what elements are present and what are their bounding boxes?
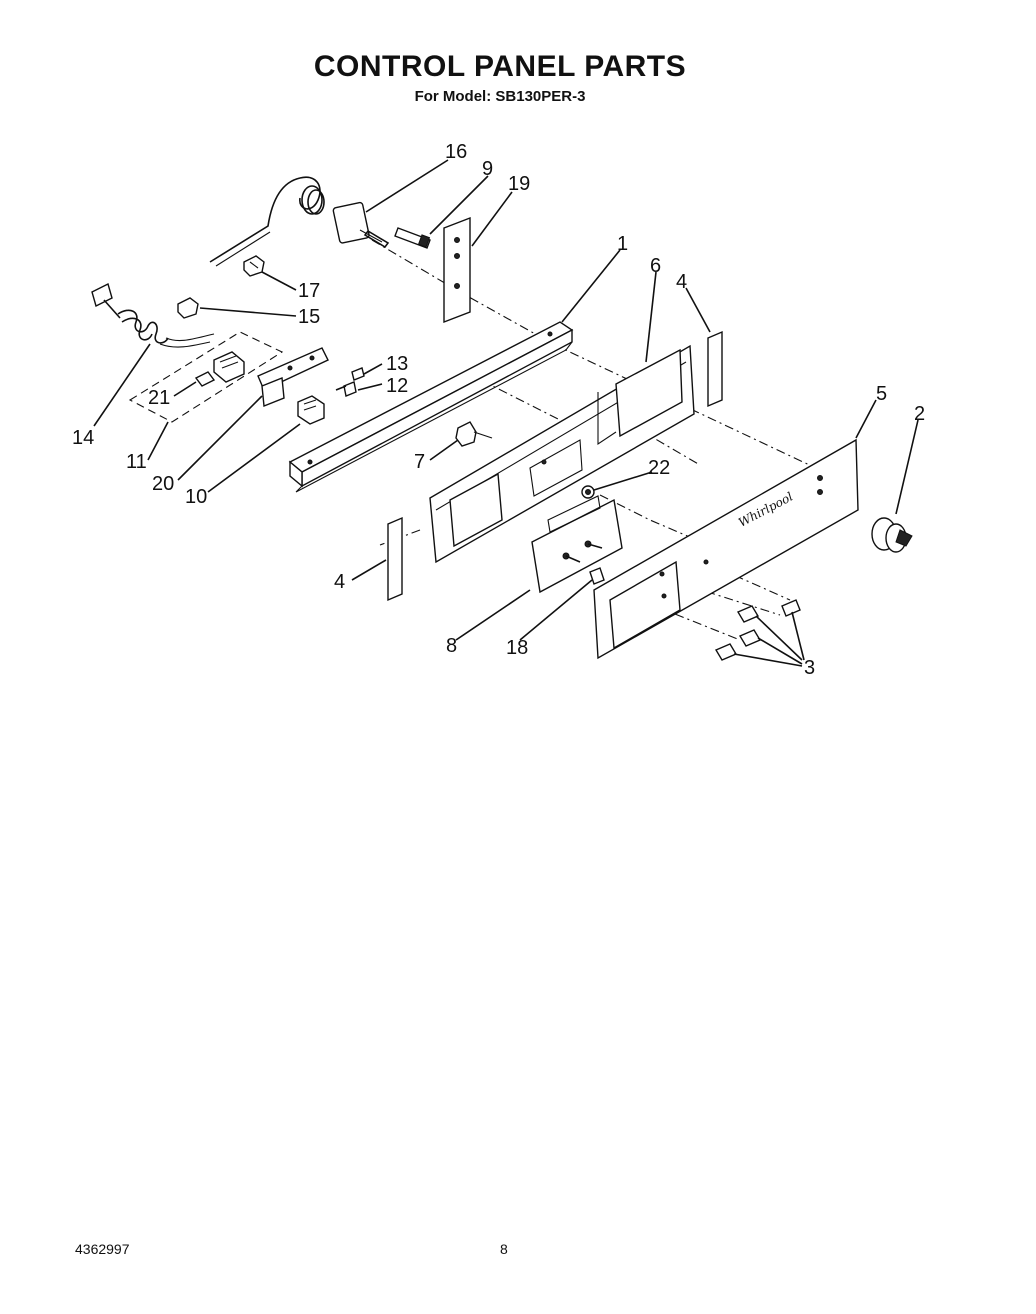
power-cord xyxy=(91,282,215,348)
end-cap-left xyxy=(387,516,403,602)
clamp-part-15 xyxy=(177,297,199,319)
clip-part-7 xyxy=(455,421,493,447)
callout-3: 3 xyxy=(804,657,815,679)
callout-20: 20 xyxy=(152,473,174,495)
shaft-part xyxy=(394,227,431,249)
callout-12: 12 xyxy=(386,375,408,397)
knob-part-22 xyxy=(581,485,595,499)
callout-9: 9 xyxy=(482,158,493,180)
terminal-kit-box xyxy=(128,331,284,423)
callout-4-lower: 4 xyxy=(334,571,345,593)
callout-8: 8 xyxy=(446,635,457,657)
callout-7: 7 xyxy=(414,451,425,473)
callout-2: 2 xyxy=(914,403,925,425)
callout-21: 21 xyxy=(148,387,170,409)
front-panel: Whirlpool xyxy=(593,438,859,660)
page-title: CONTROL PANEL PARTS xyxy=(313,50,687,83)
switch-board xyxy=(531,495,623,594)
callout-22: 22 xyxy=(648,457,670,479)
callout-1: 1 xyxy=(617,233,628,255)
mounting-plate-20 xyxy=(257,347,329,407)
callout-15: 15 xyxy=(298,306,320,328)
callout-14: 14 xyxy=(72,427,94,449)
callout-11: 11 xyxy=(126,451,147,473)
callout-17: 17 xyxy=(298,280,320,302)
console-channel xyxy=(288,321,574,493)
callout-13: 13 xyxy=(386,353,408,375)
document-number: 4362997 xyxy=(75,1241,130,1257)
control-knob xyxy=(871,517,913,553)
page-number: 8 xyxy=(500,1241,508,1257)
model-subtitle: For Model: SB130PER-3 xyxy=(414,88,586,105)
callout-labels: 16 9 19 1 6 4 17 15 13 12 21 14 11 20 10… xyxy=(72,141,925,679)
bracket-plate xyxy=(443,216,471,324)
callout-10: 10 xyxy=(185,486,207,508)
terminal-part-21 xyxy=(194,371,216,387)
screw-nut-parts xyxy=(335,367,365,397)
callout-4-upper: 4 xyxy=(676,271,687,293)
clip-part-17 xyxy=(243,255,265,277)
end-cap-right xyxy=(707,330,723,408)
button-part-18 xyxy=(589,567,605,585)
push-buttons xyxy=(714,599,801,661)
console-frame xyxy=(429,344,695,564)
connector-part-10 xyxy=(297,395,325,425)
callout-5: 5 xyxy=(876,383,887,405)
callout-16: 16 xyxy=(445,141,467,163)
callout-18: 18 xyxy=(506,637,528,659)
callout-19: 19 xyxy=(508,173,530,195)
callout-6: 6 xyxy=(650,255,661,277)
thermostat-part xyxy=(209,176,390,267)
terminal-block xyxy=(213,351,245,383)
leader-lines xyxy=(93,159,919,667)
